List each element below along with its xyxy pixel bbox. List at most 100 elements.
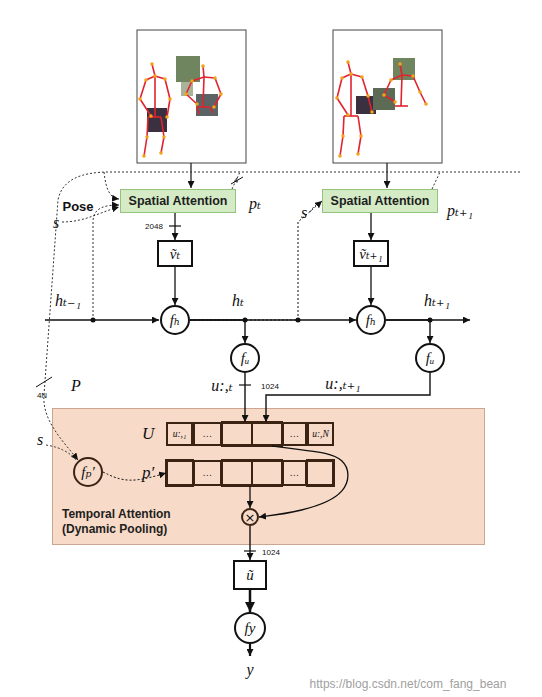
node-text: fᵤ — [241, 350, 250, 367]
row-cell: … — [282, 422, 307, 446]
watermark: https://blog.csdn.net/com_fang_bean — [310, 677, 507, 691]
row-cell — [307, 460, 334, 486]
skeleton-limb — [350, 74, 352, 116]
connector — [103, 472, 166, 480]
skeleton-limb — [203, 77, 204, 107]
edge-label: u:,ₜ₊₁ — [325, 374, 360, 393]
symbol-label: P — [71, 377, 81, 395]
weight-row: ……p′ — [166, 460, 334, 486]
edge-label: u:,ₜ — [211, 376, 232, 395]
dimension-tick — [169, 225, 181, 226]
junction-dot — [428, 318, 433, 323]
multiply-circle: × — [241, 508, 259, 526]
skeleton-limb — [144, 117, 148, 156]
connector — [259, 446, 348, 517]
connector — [370, 267, 371, 305]
connector — [249, 526, 250, 560]
row-cell — [222, 460, 252, 486]
function-circle: fᵤ — [415, 343, 445, 373]
function-circle: fₕ — [160, 305, 190, 335]
circle-outline — [235, 613, 265, 643]
circle-outline — [416, 344, 444, 372]
skeleton-limb — [395, 105, 408, 107]
hidden-state-line — [386, 319, 470, 321]
image-patch — [373, 88, 395, 110]
row-cell — [166, 460, 193, 486]
input-arrow — [386, 163, 387, 188]
node-text: … — [203, 429, 211, 439]
connector — [190, 319, 356, 321]
attention-box: Spatial Attention — [322, 189, 438, 213]
hidden-wire — [93, 205, 119, 320]
pose-image-frame — [137, 30, 246, 163]
image-patch — [181, 82, 193, 96]
row-cell: u:,₁ — [166, 422, 193, 446]
skeleton-limb — [358, 116, 361, 154]
skeleton-limb — [401, 75, 402, 106]
row-cell: … — [282, 460, 307, 486]
function-circle: fᵤ — [230, 343, 260, 373]
image-patch — [196, 94, 218, 116]
row-cell: … — [193, 422, 222, 446]
function-circle: fₚ′ — [73, 457, 103, 487]
skeleton-limb — [351, 74, 372, 112]
dimension-label: 4 — [234, 176, 238, 185]
dimension-slash — [36, 377, 52, 387]
dimension-tick — [244, 550, 256, 551]
connector — [174, 213, 175, 240]
skeleton-limb — [197, 106, 210, 108]
state-wire — [46, 445, 76, 460]
node-text: fy — [245, 620, 256, 637]
skeleton-limb — [384, 64, 402, 102]
skeleton-joint — [337, 62, 426, 156]
row-cell — [252, 422, 282, 446]
dimension-label: 1024 — [262, 548, 280, 557]
node-text: u:,N — [312, 429, 329, 439]
image-patch — [147, 108, 167, 132]
symbol-label: hₜ₊₁ — [424, 291, 450, 310]
input-arrow — [190, 163, 191, 188]
pose-wire — [44, 172, 520, 460]
circle-outline — [242, 509, 258, 525]
skeleton-limb — [197, 107, 199, 114]
connector — [244, 373, 245, 422]
node-text: … — [290, 429, 298, 439]
connector — [174, 267, 175, 305]
node-text: … — [290, 468, 298, 478]
function-circle: fy — [234, 612, 266, 644]
dimension-tick — [239, 384, 251, 385]
symbol-label: pₜ₊₁ — [447, 201, 473, 220]
circle-outline — [74, 458, 102, 486]
connector — [266, 373, 430, 422]
skeleton-limb — [340, 116, 344, 156]
temporal-attention-band: u:,₁……u:,NUfₚ′……p′×Temporal Attention (D… — [52, 408, 485, 545]
node-text: … — [203, 468, 211, 478]
circle-outline — [161, 306, 189, 334]
connector — [190, 320, 245, 343]
node-text: Spatial Attention — [129, 194, 228, 208]
feature-box: ṽₜ₊₁ — [353, 240, 389, 267]
node-text: Temporal Attention (Dynamic Pooling) — [62, 507, 212, 537]
state-wire — [310, 203, 321, 212]
image-patch — [176, 56, 200, 82]
output-label: y — [246, 661, 253, 679]
pose-wire — [104, 172, 119, 199]
hidden-state-line — [45, 319, 159, 321]
connector — [190, 201, 322, 320]
symbol-label: s — [53, 214, 59, 232]
pose-image-frame — [333, 30, 442, 163]
skeleton-limb — [161, 117, 164, 153]
circle-outline — [357, 306, 385, 334]
node-text: fₕ — [366, 311, 377, 329]
node-text: p′ — [142, 463, 154, 483]
skeleton-limb — [204, 77, 221, 107]
connector — [370, 213, 371, 240]
skeleton-limb — [186, 66, 204, 104]
connector — [249, 486, 250, 508]
skeleton-limb — [402, 75, 426, 104]
